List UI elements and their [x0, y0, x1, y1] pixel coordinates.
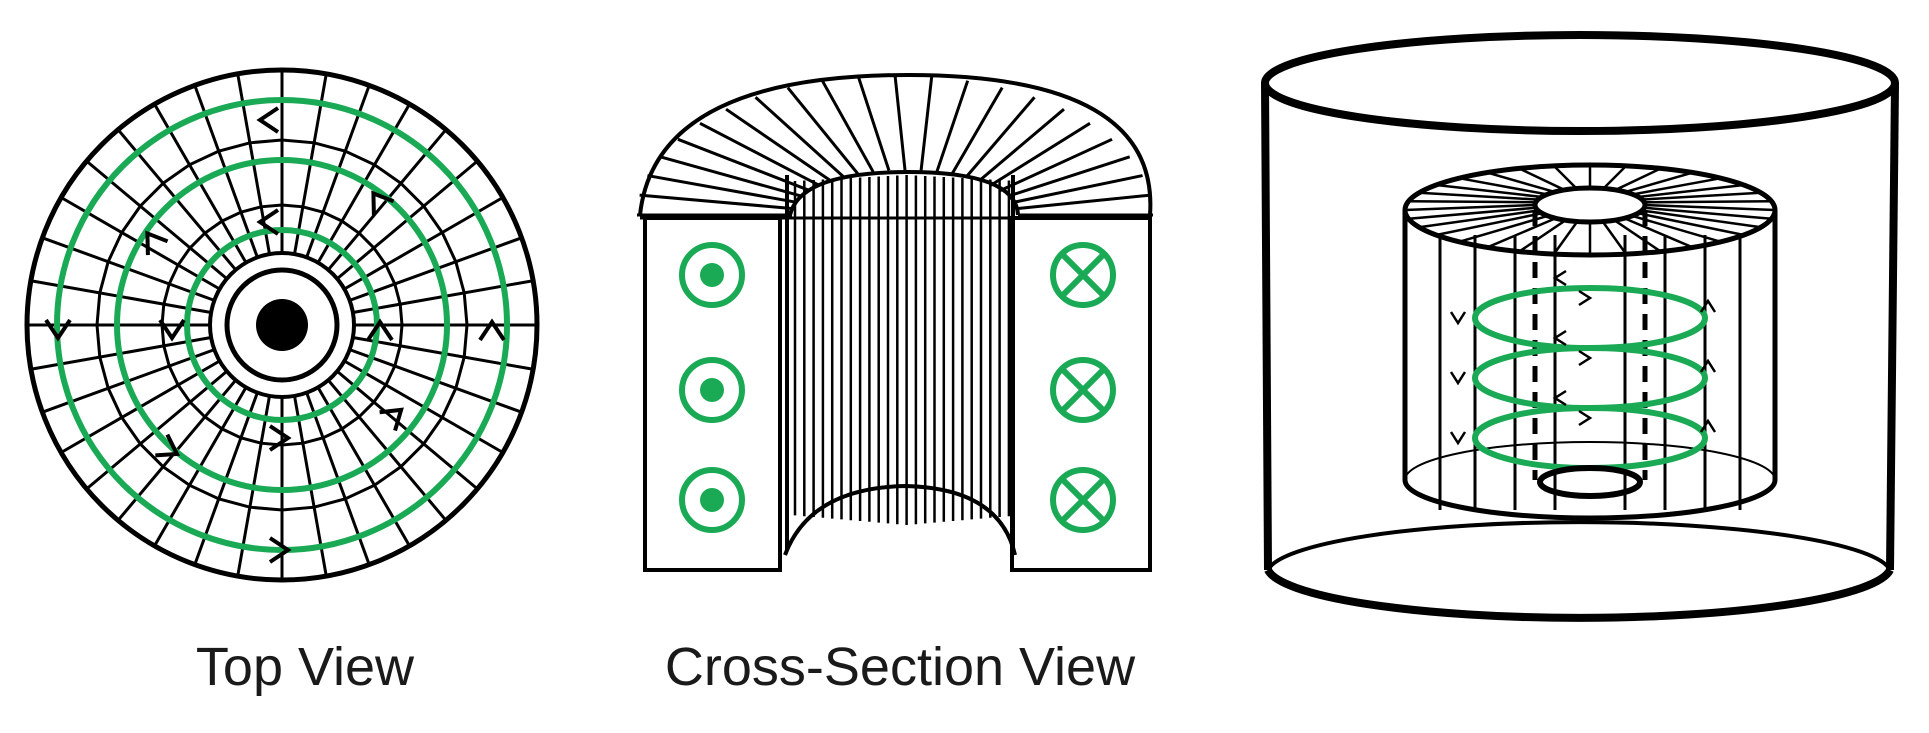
center-wire — [256, 299, 308, 351]
top-winding — [1552, 218, 1581, 255]
arch-winding — [950, 86, 1004, 175]
inner-winding-lines — [793, 175, 1011, 525]
direction-arrow-icon — [1699, 418, 1717, 433]
top-winding — [1486, 171, 1560, 195]
direction-arrow-icon — [268, 536, 292, 564]
top-winding — [1458, 176, 1552, 197]
toroid-hole-bottom — [1537, 465, 1643, 499]
top-winding — [1640, 191, 1761, 201]
top-winding — [1436, 183, 1545, 199]
top-winding — [1599, 218, 1628, 255]
direction-arrow-icon — [256, 106, 280, 134]
arch-winding — [821, 79, 875, 173]
top-winding — [1643, 199, 1772, 204]
outer-cylinder-right — [1886, 82, 1899, 571]
direction-arrow-icon — [1552, 269, 1567, 287]
arch-winding — [935, 80, 970, 173]
arch-winding — [754, 96, 845, 179]
top-winding — [1408, 206, 1537, 221]
top-winding — [1640, 209, 1762, 229]
direction-arrow-icon — [371, 190, 395, 216]
arch-winding — [647, 174, 797, 204]
arch-winding-lines — [637, 74, 1153, 217]
current-in-cross — [1060, 367, 1106, 413]
current-out-dot — [700, 263, 724, 287]
toroid-arch-top — [638, 72, 1153, 216]
top-winding — [1486, 215, 1560, 249]
direction-arrow-icon — [1699, 298, 1717, 313]
outer-cylinder-left — [1261, 82, 1272, 571]
arch-winding — [893, 74, 907, 171]
top-winding — [1635, 183, 1744, 199]
direction-arrow-icon — [1552, 389, 1567, 407]
top-winding — [1418, 209, 1540, 229]
cross-section-caption: Cross-Section View — [664, 637, 1136, 697]
direction-arrow-icon — [155, 433, 181, 458]
direction-arrow-icon — [1578, 409, 1593, 427]
arch-winding — [1007, 155, 1131, 198]
outer-cylinder-bottom — [1264, 568, 1894, 622]
top-view-caption: Top View — [195, 637, 415, 697]
magnetic-field-line-2 — [54, 97, 510, 553]
arch-winding — [919, 76, 934, 171]
direction-arrow-icon — [44, 318, 72, 342]
top-view-panel — [24, 67, 540, 583]
magnetic-field-line-1 — [114, 157, 450, 493]
top-winding — [1404, 203, 1536, 212]
top-winding — [1419, 191, 1540, 201]
top-winding — [1435, 211, 1545, 237]
top-winding — [1620, 215, 1694, 249]
arch-winding — [659, 155, 803, 198]
current-out-dot — [700, 378, 724, 402]
direction-arrow-icon — [379, 407, 404, 432]
outer-cylinder-top — [1261, 31, 1899, 135]
direction-arrow-icon — [145, 230, 169, 256]
current-in-cross — [1060, 252, 1106, 298]
toroid-bottom-back — [1404, 441, 1776, 481]
direction-arrow-icon — [1449, 371, 1467, 386]
toroid-hole-top — [1532, 185, 1648, 225]
direction-arrow-icon — [158, 318, 186, 342]
winding-ring-1 — [95, 138, 469, 512]
top-winding — [1620, 171, 1694, 195]
cross-section-panel — [637, 72, 1153, 572]
arch-winding — [1013, 174, 1143, 204]
top-winding — [1643, 206, 1772, 221]
direction-arrow-icon — [1449, 431, 1467, 446]
arch-winding — [725, 107, 832, 183]
current-out-dot — [700, 488, 724, 512]
arch-winding — [639, 193, 794, 211]
inner-toroid-cylinder — [1402, 162, 1778, 521]
top-winding — [1628, 176, 1722, 197]
direction-arrow-icon — [366, 318, 394, 342]
direction-arrow-icon — [1449, 311, 1467, 326]
arch-winding — [989, 122, 1091, 187]
direction-arrow-icon — [256, 208, 280, 236]
current-in-cross — [1060, 477, 1106, 523]
top-winding — [1408, 199, 1537, 204]
direction-arrow-icon — [1578, 289, 1593, 307]
arch-winding — [999, 137, 1113, 193]
arch-winding — [786, 86, 860, 176]
outer-cylinder-bottom-back — [1266, 520, 1892, 571]
current-symbols — [679, 242, 1116, 533]
arch-winding — [1016, 193, 1151, 211]
arch-winding — [978, 108, 1065, 183]
top-winding — [1644, 203, 1776, 212]
arch-winding — [856, 75, 891, 171]
direction-arrow-icon — [478, 318, 506, 342]
top-winding — [1635, 211, 1745, 237]
toroid-bottom-front — [1402, 479, 1778, 521]
direction-arrow-icon — [1578, 349, 1593, 367]
top-winding — [1610, 216, 1662, 253]
direction-arrow-icon — [1552, 329, 1567, 347]
arch-winding — [964, 96, 1036, 179]
inner-bottom-arch — [783, 483, 1017, 556]
direction-arrow-icon — [268, 424, 292, 452]
direction-arrow-icon — [1699, 358, 1717, 373]
cylinder-3d-panel — [1261, 31, 1899, 622]
arch-winding — [699, 121, 821, 187]
top-winding — [1518, 216, 1570, 253]
